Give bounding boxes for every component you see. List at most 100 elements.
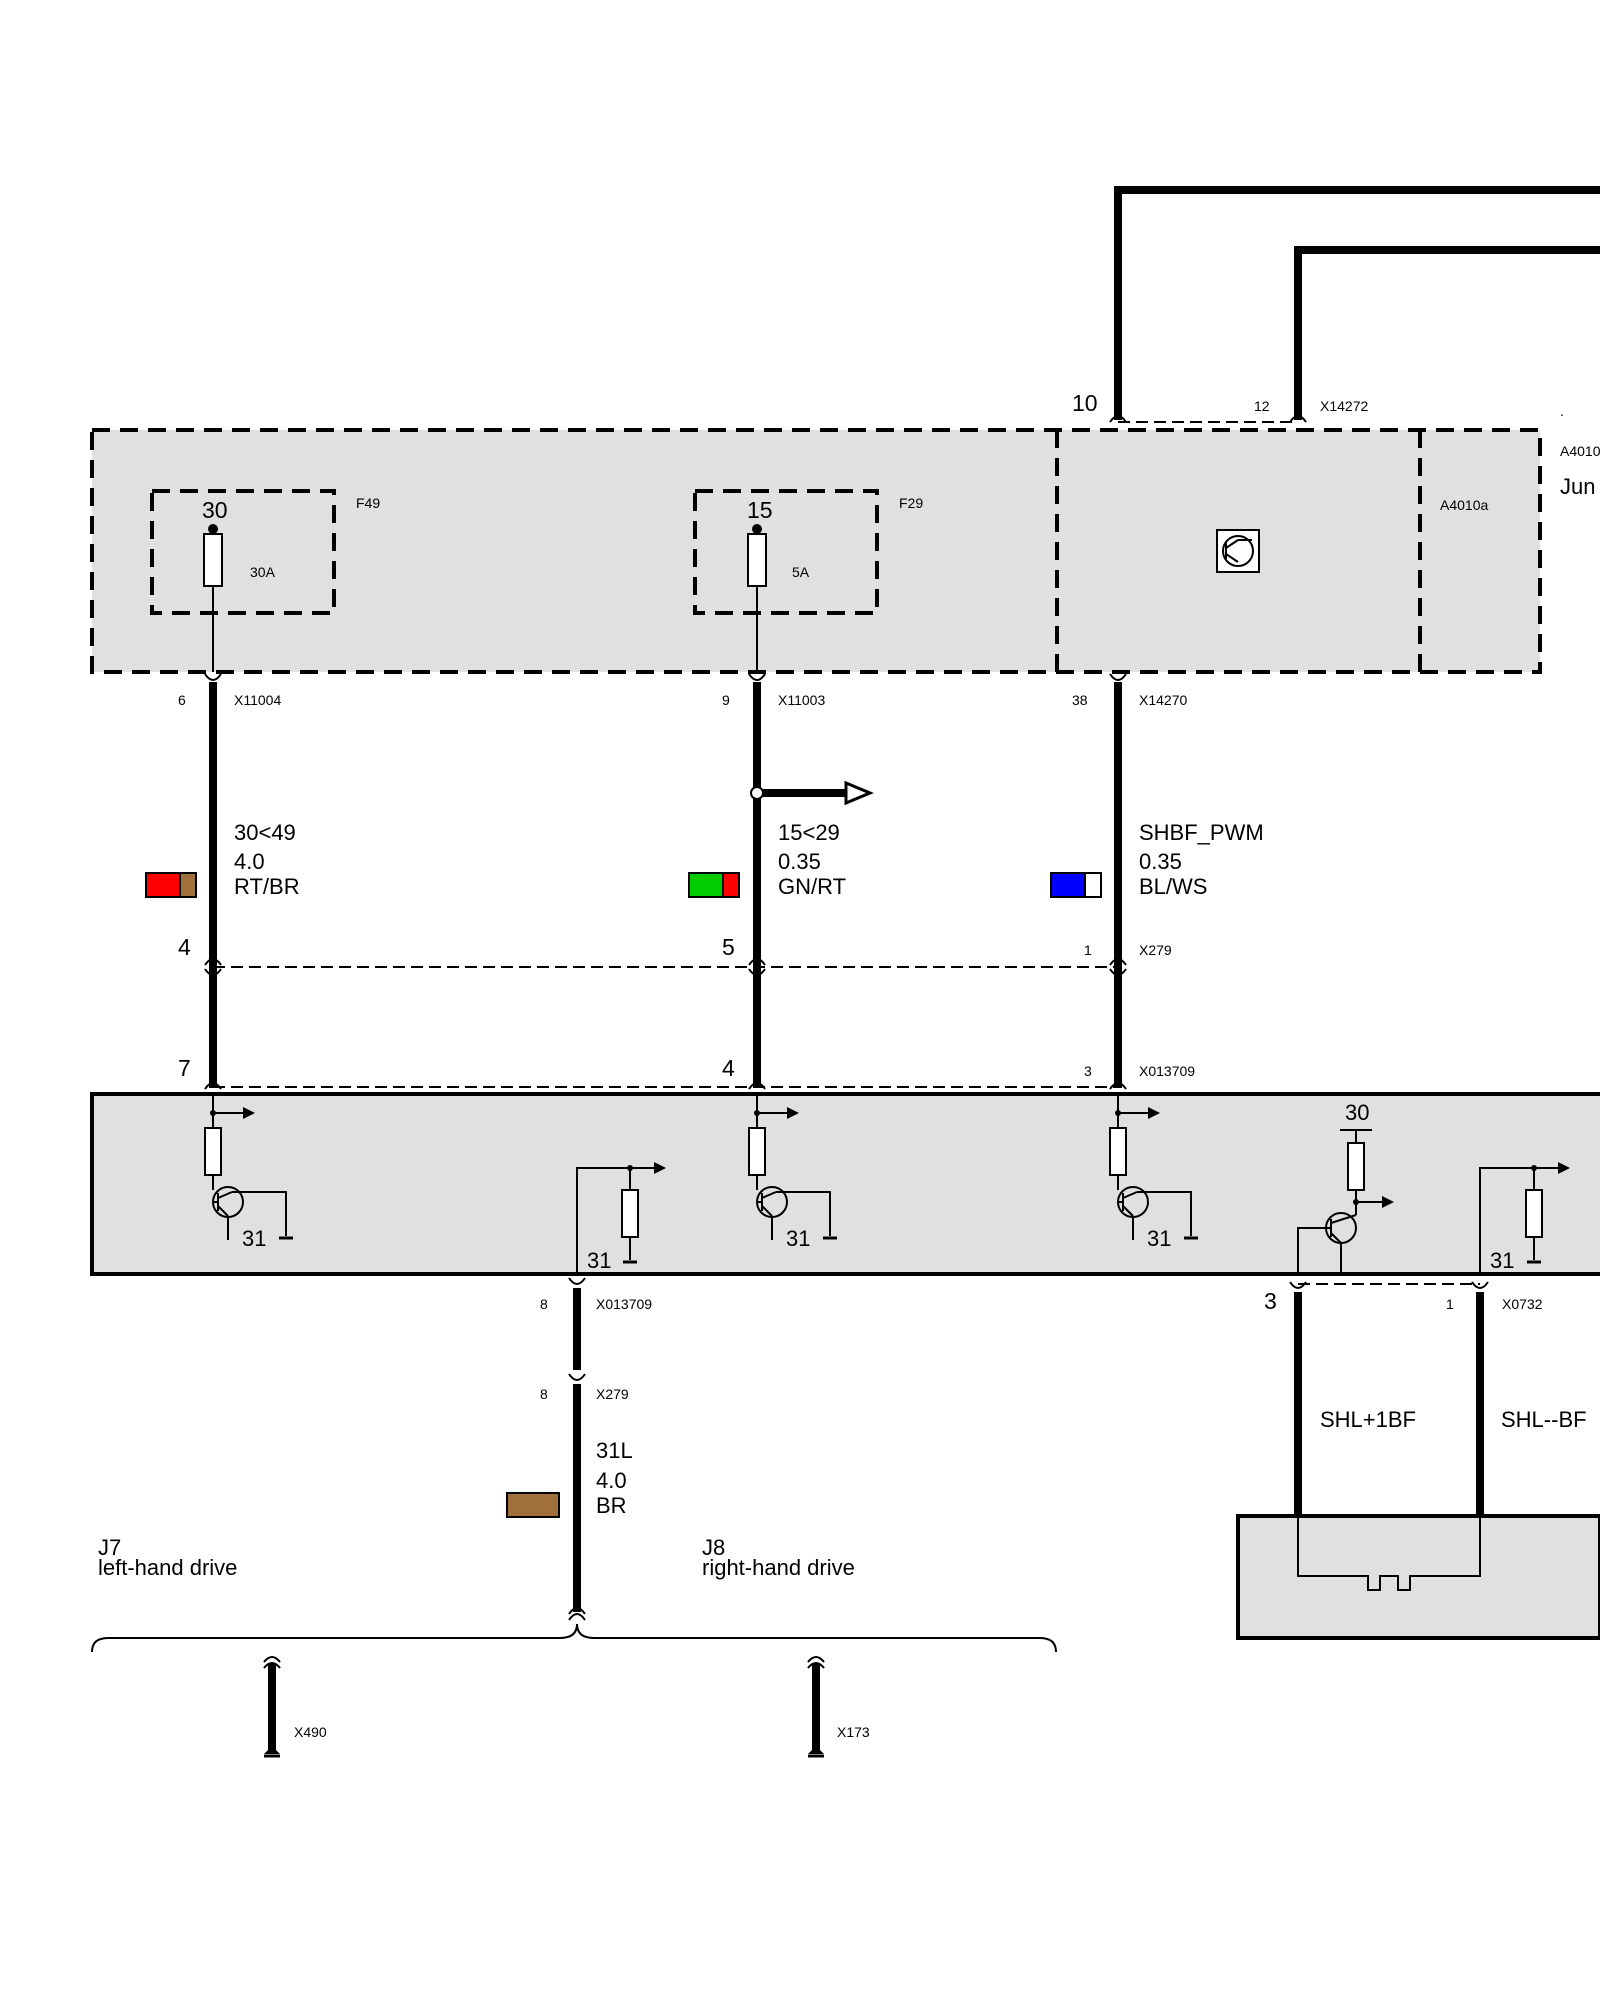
connector-fork-12 [1289,415,1307,423]
x279-pin-5: 5 [722,934,735,960]
fuse-f49-name: F49 [356,495,380,511]
connector-id-x11004: X11004 [234,692,281,708]
pin-label-38: 38 [1072,692,1088,708]
ground-point-x173-icon [808,1746,824,1754]
branch-arrow-icon [844,780,874,806]
connector-x279: 4 5 1 X279 [178,934,1172,976]
ground-stage-label: 31 [587,1248,611,1273]
wire-color-15-29: GN/RT [778,874,846,899]
ground-wire-gauge: 4.0 [596,1468,627,1493]
ground-stage-arrow-icon [654,1162,666,1174]
stage-1-arrow-icon [243,1107,255,1119]
wire-signal-shbf-pwm: SHBF_PWM [1139,820,1264,845]
wire-signal-15-29: 15<29 [778,820,840,845]
fuse-f29-icon [747,533,767,587]
variant-j8-desc: right-hand drive [702,1555,855,1580]
stage-5-ground-label: 31 [1490,1248,1514,1273]
ground-stage: 31 [576,1162,666,1274]
ground-point-x490-icon [264,1746,280,1754]
connector-fork-10 [1109,415,1127,423]
connector-id-x0732: X0732 [1502,1296,1543,1312]
output-stage-3: 31 [1109,1094,1198,1251]
swatch-rt-br [145,872,197,898]
stage-1-ground-label: 31 [242,1226,266,1251]
wire-gauge-15-29: 0.35 [778,849,821,874]
connector-id-x279: X279 [1139,942,1172,958]
x013709-pin-3: 3 [1084,1063,1092,1079]
wire-shl-minus-label: SHL--BF [1501,1407,1587,1432]
fuse-f49-box [150,489,336,615]
wire-shl-plus-label: SHL+1BF [1320,1407,1416,1432]
fuse-f49-terminal: 30 [202,497,228,523]
control-module: 31 31 [90,1092,1600,1276]
variant-j7-code: J7 [98,1535,121,1560]
ground-wire-signal: 31L [596,1438,633,1463]
swatch-br [506,1492,560,1518]
stage-2-ground-label: 31 [786,1226,810,1251]
heating-element-icon [1297,1518,1481,1591]
x0732-pin-3: 3 [1264,1288,1277,1314]
fuse-f29-rating: 5A [792,564,810,580]
wire-signal-30-49: 30<49 [234,820,296,845]
fuse-f49-icon [203,533,223,587]
sensor-harness: 3 1 X0732 SHL+1BF SHL--BF [1236,1281,1600,1640]
ground-wire-31l: 8 X013709 8 X279 31L 4.0 BR [506,1277,652,1621]
upper-wire-pin-12 [1294,246,1600,420]
x013709-pin-4: 4 [722,1055,735,1081]
upper-connectors: 6 X11004 9 X11003 38 X14270 [178,673,1187,708]
ground-connector-pin-top: 8 [540,1296,548,1312]
control-module-box [90,1092,1600,1276]
stage-3-transistor-icon [1117,1186,1149,1240]
pin-label-10: 10 [1072,390,1098,416]
stage-5-resistor-icon [1525,1189,1543,1238]
variant-selector: J7 left-hand drive J8 right-hand drive X… [91,1535,1057,1758]
connector-id-x013709: X013709 [1139,1063,1195,1079]
output-stage-5: 31 [1479,1162,1570,1274]
variant-brace [91,1623,1057,1653]
fuse-f29-terminal: 15 [747,497,773,523]
supply-label-30: 30 [1345,1100,1369,1125]
variant-j7-desc: left-hand drive [98,1555,237,1580]
wire-break-icon [568,1607,586,1621]
stage-3-resistor-icon [1109,1127,1127,1176]
output-stage-4: 30 [1297,1100,1394,1274]
variant-j8-code: J8 [702,1535,725,1560]
junction-box-outline [90,428,1542,674]
output-stage-2: 31 [748,1094,837,1251]
output-stage-1: 31 [204,1094,293,1251]
connector-id-x14272: X14272 [1320,398,1368,414]
module-dot: . [1560,403,1564,419]
fuse-f29-name: F29 [899,495,923,511]
module-id-a4010a: A4010a [1440,497,1488,513]
transistor-symbol-icon [1216,529,1260,573]
wire-gauge-30-49: 4.0 [234,849,265,874]
upper-wire-pin-10 [1114,186,1600,420]
swatch-bl-ws [1050,872,1102,898]
module-name-truncated: Jun [1560,474,1595,499]
ground-point-x490-label: X490 [294,1724,327,1740]
wire-color-shbf-pwm: BL/WS [1139,874,1207,899]
wire-color-30-49: RT/BR [234,874,300,899]
stage-1-transistor-icon [212,1186,244,1240]
connector-x013709: 7 4 3 X013709 [178,1055,1195,1090]
stage-5-arrow-icon [1558,1162,1570,1174]
stage-2-resistor-icon [748,1127,766,1176]
x279-pin-1: 1 [1084,942,1092,958]
junction-box-fill [92,430,1540,672]
connector-id-x14270: X14270 [1139,692,1187,708]
fuse-f29-box [693,489,879,615]
wire-gauge-shbf-pwm: 0.35 [1139,849,1182,874]
stage-2-transistor-icon [756,1186,788,1240]
pin-label-9: 9 [722,692,730,708]
main-wires: 30<49 4.0 RT/BR 15<29 0.35 GN/RT SHBF_PW… [145,682,1264,1088]
ground-connector-pin-bottom: 8 [540,1386,548,1402]
stage-4-arrow-icon [1382,1196,1394,1208]
ground-wire-color: BR [596,1493,627,1518]
top-harness-wires: 10 12 X14272 [1072,186,1600,423]
x0732-pin-1: 1 [1446,1296,1454,1312]
stage-4-transistor-icon [1325,1212,1357,1274]
splice-node [750,786,764,800]
ground-connector-id-top: X013709 [596,1296,652,1312]
junction-box-module: A4010a . A4010 Jun F49 30 30A F29 15 5A [90,403,1600,674]
